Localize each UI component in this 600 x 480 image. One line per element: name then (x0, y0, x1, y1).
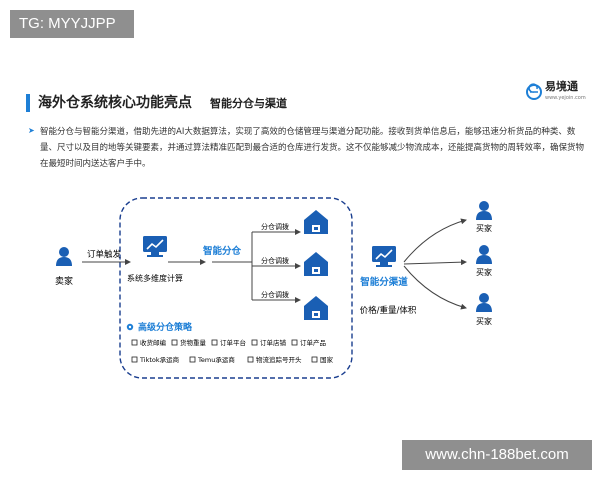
strategy-item: Tiktok承运商 (139, 355, 180, 364)
warehouse-icon (304, 252, 328, 276)
strategy-title: 高级分仓策略 (138, 321, 193, 333)
dispatch-label: 分仓调拨 (261, 256, 289, 265)
strategy-item: 订单平台 (220, 338, 246, 347)
strategy-item: 订单产品 (300, 338, 326, 347)
strategy-item: 货物重量 (180, 338, 207, 347)
warehouse-icon (304, 296, 328, 320)
buyer-person-icon (476, 245, 492, 264)
checkbox-icon (247, 356, 254, 363)
description-text: 智能分仓与智能分渠道，借助先进的AI大数据算法，实现了高效的仓储管理与渠道分配功… (40, 127, 585, 169)
buyer-person-icon (476, 201, 492, 220)
buyer-label: 买家 (476, 316, 492, 326)
page-subtitle: 智能分仓与渠道 (210, 97, 287, 110)
smart-warehouse-label: 智能分仓 (203, 245, 242, 257)
gear-icon (126, 323, 134, 331)
checkbox-icon (171, 339, 178, 346)
logo-url: www.yejoin.com (545, 95, 586, 101)
monitor-chart-icon (371, 245, 397, 268)
seller-person-icon (56, 247, 72, 266)
strategy-item: Temu承运商 (197, 355, 235, 364)
buyer-person-icon (476, 293, 492, 312)
dispatch-label: 分仓调拨 (261, 290, 289, 299)
bullet-arrow-icon: ➤ (28, 126, 35, 135)
checkbox-icon (189, 356, 196, 363)
dashed-container (119, 197, 353, 379)
buyer-arrow (403, 218, 467, 263)
buyer-label: 买家 (476, 267, 492, 277)
channel-factors-label: 价格/重量/体积 (360, 305, 417, 316)
strategy-item: 订单店铺 (260, 338, 287, 347)
warehouse-icon (304, 210, 328, 234)
buyer-arrow (403, 259, 467, 266)
buyer-label: 买家 (476, 223, 492, 233)
seller-label: 卖家 (55, 275, 73, 287)
checkbox-icon (131, 356, 138, 363)
watermark-top: TG: MYYJJPP (10, 10, 134, 38)
logo-icon (526, 83, 542, 100)
strategy-item: 物流追踪号开头 (256, 355, 302, 364)
checkbox-icon (251, 339, 258, 346)
monitor-chart-icon (142, 235, 168, 258)
checkbox-icon (311, 356, 318, 363)
page-title: 海外仓系统核心功能亮点 (38, 95, 192, 111)
strategy-item: 国家 (320, 355, 334, 364)
order-trigger-label: 订单触发 (87, 249, 122, 260)
compute-label: 系统多维度计算 (127, 273, 183, 283)
checkbox-icon (131, 339, 138, 346)
dispatch-label: 分仓调拨 (261, 222, 289, 231)
checkbox-icon (291, 339, 298, 346)
buyer-arrow (403, 265, 467, 310)
title-accent-bar (26, 94, 30, 112)
smart-channel-label: 智能分渠道 (360, 276, 408, 288)
strategy-item: 收货邮编 (140, 338, 167, 347)
checkbox-icon (211, 339, 218, 346)
watermark-bottom: www.chn-188bet.com (402, 440, 592, 470)
logo-name: 易境通 (545, 80, 578, 93)
